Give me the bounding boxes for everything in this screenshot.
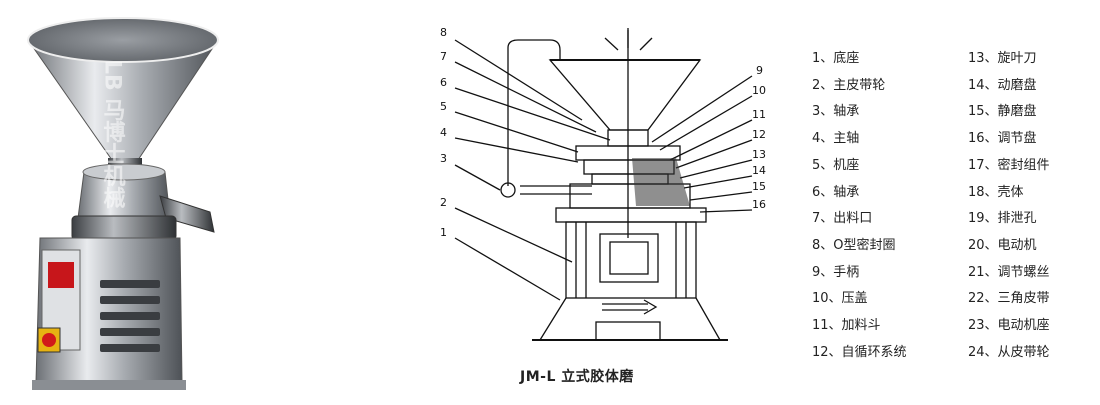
technical-diagram: 8 7 6 5 4 3 2 1 9 10 11 12 13 14 15 16 xyxy=(440,26,766,341)
legend-item: 17、密封组件 xyxy=(968,157,1050,173)
legend-item: 6、轴承 xyxy=(812,184,860,200)
legend-item: 22、三角皮带 xyxy=(968,291,1050,307)
callout-4: 4 xyxy=(440,126,447,139)
legend-item: 1、底座 xyxy=(812,51,860,66)
callout-13: 13 xyxy=(752,148,766,161)
legend-item: 3、轴承 xyxy=(812,104,860,120)
callout-9: 9 xyxy=(756,64,763,77)
callout-10: 10 xyxy=(752,84,766,97)
callout-5: 5 xyxy=(440,100,447,113)
legend-item: 2、主皮带轮 xyxy=(812,77,886,93)
callout-7: 7 xyxy=(440,50,447,63)
legend-item: 11、加料斗 xyxy=(812,318,881,334)
legend-item: 4、主轴 xyxy=(812,131,860,147)
legend-column-2: 13、旋叶刀 14、动磨盘 15、静磨盘 16、调节盘 17、密封组件 18、壳… xyxy=(968,46,1050,366)
callout-1: 1 xyxy=(440,226,447,239)
callout-16: 16 xyxy=(752,198,766,211)
legend-item: 5、机座 xyxy=(812,157,860,173)
legend-item: 8、O型密封圈 xyxy=(812,237,896,253)
legend-item: 14、动磨盘 xyxy=(968,77,1037,93)
legend-item: 7、出料口 xyxy=(812,211,873,227)
legend-item: 12、自循环系统 xyxy=(812,344,907,360)
legend-item: 21、调节螺丝 xyxy=(968,264,1050,280)
legend-item: 10、压盖 xyxy=(812,291,868,307)
callout-12: 12 xyxy=(752,128,766,141)
diagram-caption: JM-L 立式胶体磨 xyxy=(520,369,634,385)
callout-14: 14 xyxy=(752,164,766,177)
callout-2: 2 xyxy=(440,196,447,209)
callout-15: 15 xyxy=(752,180,766,193)
legend-column-1: 1、底座 2、主皮带轮 3、轴承 4、主轴 5、机座 6、轴承 7、出料口 8、… xyxy=(812,46,907,366)
photo-watermark: LB 马博士机械 xyxy=(100,60,126,209)
legend-item: 23、电动机座 xyxy=(968,318,1050,334)
legend-item: 9、手柄 xyxy=(812,264,860,280)
legend-item: 16、调节盘 xyxy=(968,131,1037,147)
legend-item: 13、旋叶刀 xyxy=(968,51,1037,66)
legend-item: 18、壳体 xyxy=(968,184,1024,200)
callout-3: 3 xyxy=(440,152,447,165)
callout-6: 6 xyxy=(440,76,447,89)
legend-item: 20、电动机 xyxy=(968,237,1037,253)
legend-item: 24、从皮带轮 xyxy=(968,344,1050,360)
callout-8: 8 xyxy=(440,26,447,39)
callout-11: 11 xyxy=(752,108,766,121)
legend-item: 15、静磨盘 xyxy=(968,104,1037,120)
legend-item: 19、排泄孔 xyxy=(968,211,1037,227)
product-photo: LB 马博士机械 xyxy=(27,17,219,390)
